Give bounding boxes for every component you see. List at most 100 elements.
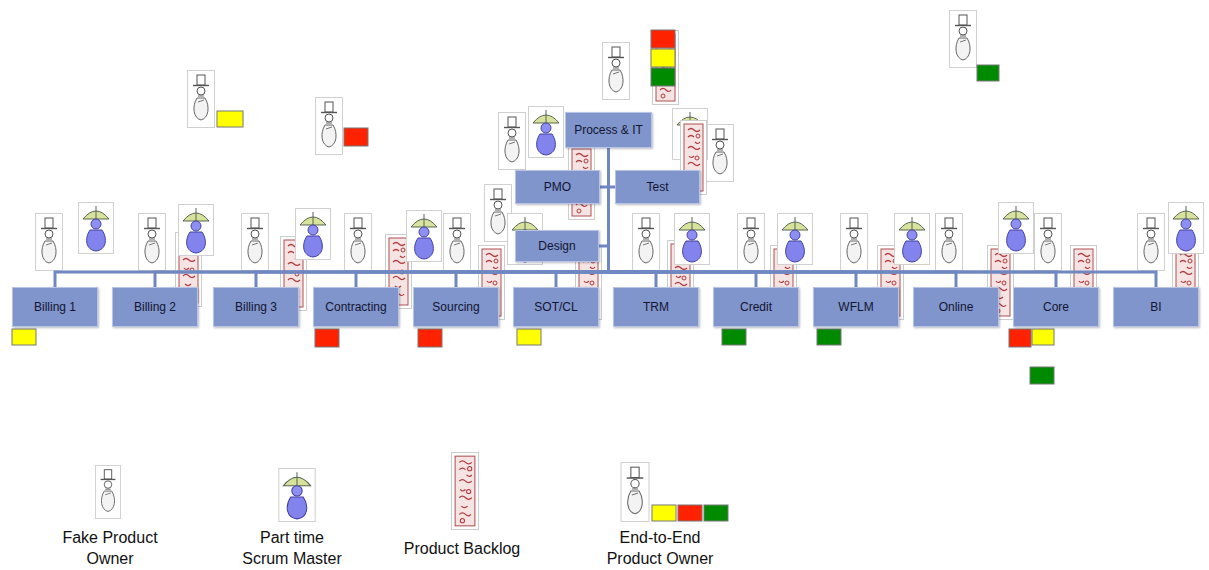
backlog-icon [451, 453, 478, 530]
team-box: Contracting [313, 287, 399, 327]
fake-owner-icon [1138, 214, 1165, 271]
box-label: BI [1150, 300, 1161, 314]
team-box: PMO [515, 170, 600, 204]
fake-owner-icon [36, 214, 63, 271]
org-connector [609, 148, 657, 287]
box-label: Sourcing [432, 300, 479, 314]
team-box: WFLM [813, 287, 899, 327]
status-square [652, 505, 676, 521]
fake-owner-icon [707, 125, 734, 182]
box-label: Online [939, 300, 974, 314]
scrum-master-icon [279, 469, 315, 522]
org-connector [556, 148, 609, 287]
legend-label: End-to-End Product Owner [607, 529, 714, 567]
box-label: SOT/CL [534, 300, 577, 314]
end-to-end-owner-icon [621, 463, 649, 522]
scrum-master-icon [1169, 203, 1204, 254]
org-connector [456, 148, 609, 287]
box-label: Process & IT [574, 123, 643, 137]
status-square [651, 68, 675, 86]
team-box: Process & IT [565, 112, 652, 148]
team-box: BI [1113, 287, 1199, 327]
org-connector [609, 148, 1057, 287]
box-label: Credit [740, 300, 772, 314]
team-box: Credit [713, 287, 799, 327]
scrum-master-icon [296, 209, 331, 260]
fake-owner-icon [139, 214, 166, 271]
legend-entry: Product Backlog [392, 538, 532, 559]
org-connector [609, 148, 957, 287]
scrum-master-icon [999, 203, 1034, 254]
fake-owner-icon [316, 98, 343, 155]
team-box: Design [515, 230, 599, 262]
status-square [678, 505, 702, 521]
status-square [517, 329, 541, 345]
legend-label: Part time Scrum Master [242, 529, 342, 567]
team-box: Online [913, 287, 999, 327]
team-box: Sourcing [413, 287, 499, 327]
team-box: TRM [613, 287, 699, 327]
status-square [418, 329, 442, 347]
status-square [817, 329, 841, 345]
status-square [1030, 367, 1054, 384]
team-box: Billing 2 [112, 287, 198, 327]
box-label: Contracting [325, 300, 386, 314]
fake-owner-icon [1035, 214, 1062, 271]
scrum-master-icon [79, 203, 114, 254]
scrum-master-icon [895, 214, 930, 265]
fake-owner-icon [242, 214, 269, 271]
status-square [704, 505, 728, 521]
status-square [315, 329, 339, 347]
fake-owner-icon [936, 214, 963, 271]
org-connector [609, 148, 1157, 287]
team-box: Billing 3 [213, 287, 299, 327]
status-square [1009, 329, 1031, 347]
scrum-master-icon [675, 214, 710, 265]
box-label: TRM [643, 300, 669, 314]
org-connector [55, 148, 609, 287]
fake-owner-icon [633, 214, 660, 271]
status-square [651, 30, 675, 48]
legend-label: Product Backlog [404, 540, 521, 557]
fake-owner-icon [738, 214, 765, 271]
scrum-master-icon [179, 205, 214, 256]
fake-owner-icon [345, 214, 372, 271]
legend-entry: End-to-End Product Owner [595, 527, 725, 569]
fake-owner-icon [950, 11, 977, 68]
org-connector [155, 148, 609, 287]
box-label: Billing 2 [134, 300, 176, 314]
team-box: Core [1013, 287, 1099, 327]
fake-owner-icon [444, 214, 471, 271]
status-square [217, 111, 243, 127]
org-connector [609, 148, 757, 287]
org-connector [609, 148, 857, 287]
status-square [722, 329, 746, 345]
fake-owner-icon [188, 71, 215, 128]
scrum-master-icon [778, 214, 813, 265]
status-square [12, 329, 36, 345]
status-square [344, 128, 368, 146]
box-label: Core [1043, 300, 1069, 314]
status-square [1032, 329, 1054, 345]
legend-entry: Fake Product Owner [55, 527, 165, 569]
legend-label: Fake Product Owner [62, 529, 157, 567]
legend-entry: Part time Scrum Master [240, 527, 345, 569]
team-box: Test [615, 170, 700, 204]
box-label: Test [646, 180, 668, 194]
scrum-master-icon [407, 211, 442, 262]
box-label: Billing 3 [235, 300, 277, 314]
status-square [977, 65, 999, 81]
org-connector [356, 148, 609, 287]
box-label: Billing 1 [34, 300, 76, 314]
fake-owner-icon [603, 43, 630, 100]
box-label: PMO [544, 180, 571, 194]
scrum-master-icon [529, 107, 564, 158]
org-connector [256, 148, 609, 287]
team-box: Billing 1 [12, 287, 98, 327]
box-label: WFLM [838, 300, 873, 314]
box-label: Design [538, 239, 575, 253]
fake-owner-icon [841, 214, 868, 271]
